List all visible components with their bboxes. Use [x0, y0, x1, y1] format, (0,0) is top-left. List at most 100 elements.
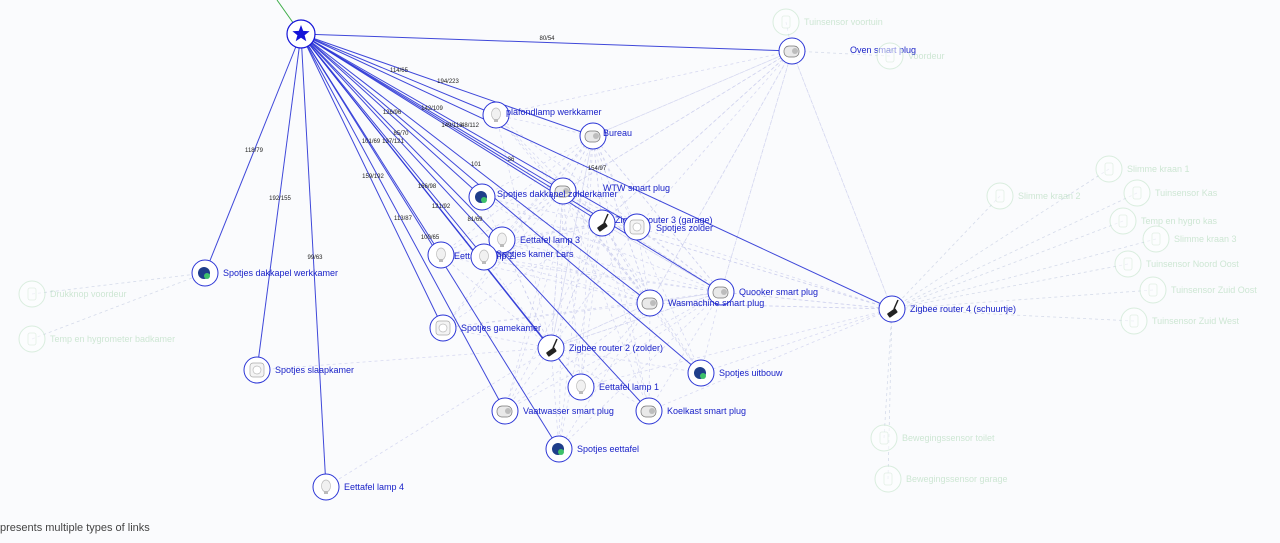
- device-node-wasmachine[interactable]: Wasmachine smart plug: [636, 289, 764, 317]
- coordinator-link: [300, 33, 594, 137]
- link-quality-label: 121/92: [432, 204, 451, 210]
- node-label: Spotjes uitbouw: [719, 368, 783, 378]
- node-ring: [986, 182, 1014, 210]
- mesh-link: [636, 226, 893, 310]
- link-quality-label: 114/65: [390, 68, 409, 74]
- mesh-link: [601, 222, 650, 412]
- mesh-link: [481, 196, 603, 224]
- node-ring: [870, 424, 898, 452]
- mesh-link: [558, 302, 651, 450]
- bulb-base-shape: [579, 391, 583, 394]
- link-quality-label: 142/109: [421, 106, 443, 112]
- sensor-icon: [885, 49, 895, 63]
- coordinator-link: [204, 33, 302, 274]
- node-label: Spotjes kamer Lars: [496, 249, 574, 259]
- mesh-link: [580, 302, 651, 388]
- coordinator-link: [256, 33, 302, 371]
- mesh-link: [256, 347, 552, 371]
- node-label: Quooker smart plug: [739, 287, 818, 297]
- device-node-vaatwasser[interactable]: Vaatwasser smart plug: [491, 397, 614, 425]
- node-label: Temp en hygrometer badkamer: [50, 334, 175, 344]
- mesh-link: [558, 190, 564, 450]
- device-node-wtw[interactable]: WTW smart plug: [549, 177, 670, 205]
- device-node-spot-eettafel[interactable]: Spotjes eettafel: [545, 435, 639, 463]
- device-node-slaapkamer[interactable]: Spotjes slaapkamer: [243, 356, 354, 384]
- device-node-bureau[interactable]: Bureau: [579, 122, 632, 150]
- coordinator-link: [300, 33, 793, 52]
- node-label: Spotjes dakkapel werkkamer: [223, 268, 338, 278]
- device-node-uitbouw[interactable]: Spotjes uitbouw: [687, 359, 783, 387]
- device-node-tuin-kas[interactable]: Tuinsensor Kas: [1123, 179, 1218, 207]
- device-node-tuin-zw[interactable]: Tuinsensor Zuid West: [1120, 307, 1240, 335]
- device-node-lars[interactable]: Spotjes kamer Lars: [470, 243, 574, 271]
- sensor-icon: [1132, 186, 1142, 200]
- device-node-tuin-no[interactable]: Tuinsensor Noord Oost: [1114, 250, 1239, 278]
- device-node-tuin-zo[interactable]: Tuinsensor Zuid Oost: [1139, 276, 1257, 304]
- mesh-link: [592, 50, 793, 137]
- device-node-voordeur[interactable]: Voordeur: [876, 42, 945, 70]
- sensor-icon: [1148, 283, 1158, 297]
- link-quality-label: 113/87: [394, 216, 413, 222]
- node-label: Slimme kraan 1: [1127, 164, 1190, 174]
- mesh-link: [648, 308, 893, 412]
- device-node-koelkast[interactable]: Koelkast smart plug: [635, 397, 746, 425]
- coordinator-link: [300, 33, 722, 293]
- plug-socket-shape: [721, 289, 727, 295]
- device-node-dakkapel-werkkamer[interactable]: Spotjes dakkapel werkkamer: [191, 259, 338, 287]
- node-label: Eettafel lamp 3: [520, 235, 580, 245]
- mesh-link: [601, 50, 793, 224]
- mesh-link: [483, 256, 722, 293]
- mesh-link: [501, 222, 603, 241]
- mesh-link: [580, 291, 722, 388]
- device-node-eettafel1[interactable]: Eettafel lamp 1: [567, 373, 659, 401]
- device-node-beweging-garage[interactable]: Bewegingssensor garage: [874, 465, 1008, 493]
- device-node-gamekamer[interactable]: Spotjes gamekamer: [429, 314, 541, 342]
- router-icon: [597, 222, 608, 232]
- mesh-link: [442, 222, 603, 329]
- coordinator-link: [300, 33, 497, 116]
- device-node-tuin-voortuin[interactable]: Tuinsensor voortuin: [772, 8, 883, 36]
- device-node-router4[interactable]: Zigbee router 4 (schuurtje): [878, 295, 1016, 323]
- node-ring: [1095, 155, 1123, 183]
- spot-lens-shape: [438, 323, 448, 333]
- sensor-link: [31, 272, 206, 295]
- device-node-eettafel3[interactable]: Eettafel lamp 3: [488, 226, 580, 254]
- mesh-link: [636, 50, 793, 228]
- device-node-beweging-toilet[interactable]: Bewegingssensor toilet: [870, 424, 995, 452]
- bulb-base-shape: [324, 491, 328, 494]
- coordinator-link: [300, 33, 651, 304]
- plug-socket-shape: [505, 408, 511, 414]
- router-antenna-shape: [552, 338, 558, 349]
- device-node-kraan2[interactable]: Slimme kraan 2: [986, 182, 1081, 210]
- device-node-zolder[interactable]: Spotjes zolder: [623, 213, 713, 241]
- device-node-kraan1[interactable]: Slimme kraan 1: [1095, 155, 1190, 183]
- device-node-quooker[interactable]: Quooker smart plug: [707, 278, 818, 306]
- device-node-temp-badkamer[interactable]: Temp en hygrometer badkamer: [18, 325, 175, 353]
- mesh-link: [481, 196, 722, 293]
- device-node-router3[interactable]: Zigbee router 3 (garage): [588, 209, 713, 237]
- bulb-base-shape: [500, 244, 504, 247]
- device-node-drukknop[interactable]: Drukknop voordeur: [18, 280, 127, 308]
- device-node-eettafel4[interactable]: Eettafel lamp 4: [312, 473, 404, 501]
- link-quality-label: 137/121: [382, 139, 404, 145]
- link-quality-label: 154/97: [588, 166, 607, 172]
- coordinator-node[interactable]: [286, 19, 316, 49]
- device-node-router2[interactable]: Zigbee router 2 (zolder): [537, 334, 663, 362]
- link-quality-label: 100/65: [421, 235, 440, 241]
- device-node-temp-kas[interactable]: Temp en hygro kas: [1109, 207, 1218, 235]
- mesh-link: [592, 135, 722, 293]
- spot-accent-shape: [700, 373, 706, 379]
- mesh-link: [501, 239, 722, 293]
- plug-socket-shape: [650, 300, 656, 306]
- device-node-plafondlamp[interactable]: plafondlamp werkkamer: [482, 101, 602, 129]
- device-node-dakkapel-zolder[interactable]: Spotjes dakkapel zolderkamer: [468, 183, 618, 211]
- mesh-link: [483, 256, 651, 304]
- mesh-link: [501, 135, 594, 241]
- link-quality-label: 80/54: [539, 36, 555, 42]
- mesh-link: [504, 135, 594, 412]
- node-label: Eettafel lamp 4: [344, 482, 404, 492]
- bulb-icon: [491, 107, 501, 121]
- link-quality-label: 36: [508, 157, 515, 163]
- device-node-kraan3[interactable]: Slimme kraan 3: [1142, 225, 1237, 253]
